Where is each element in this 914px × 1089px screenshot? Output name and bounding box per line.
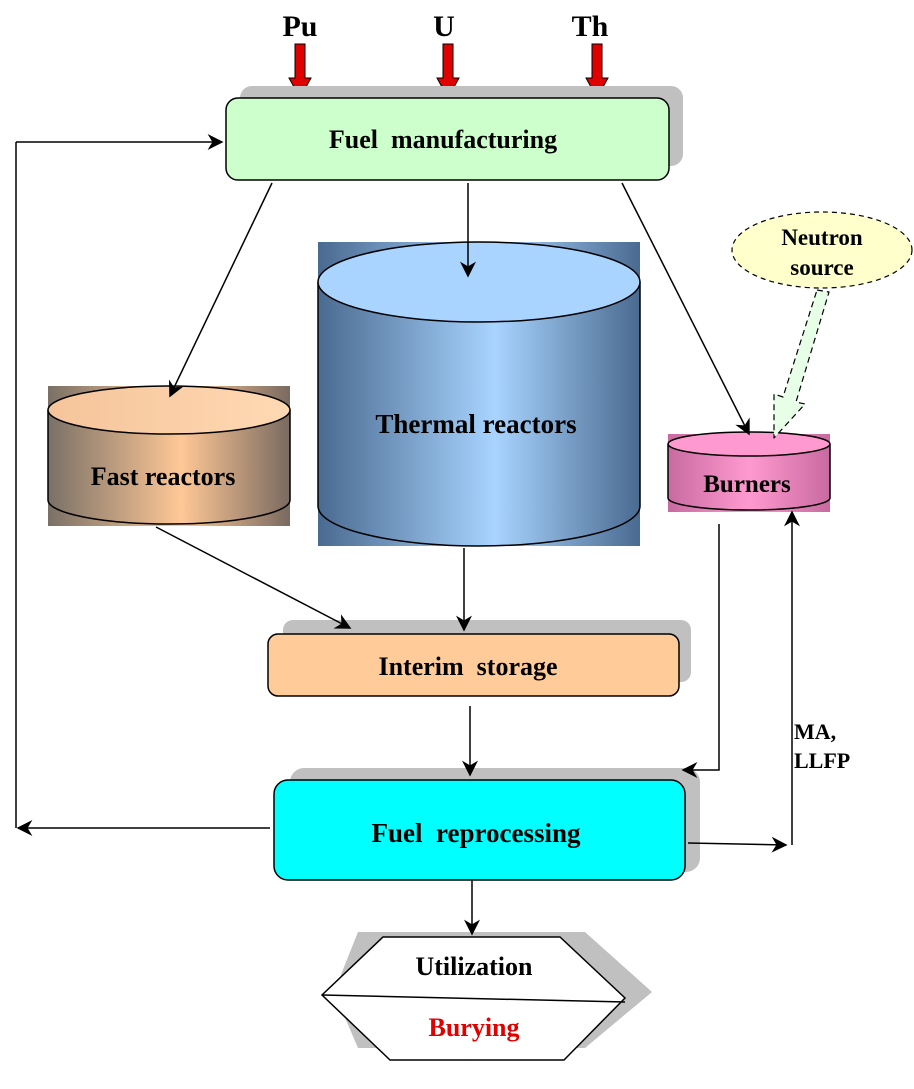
fuel-reprocessing-box [273, 779, 686, 881]
interim-storage-box [267, 633, 680, 697]
neutron-source-ellipse [731, 211, 913, 289]
thermal-reactors-outline [317, 282, 641, 547]
llfp-label: LLFP [794, 748, 850, 773]
interim-storage-node: Interim storage [267, 620, 691, 697]
burners-node: Burners [667, 431, 831, 512]
thermal-reactors-node: Thermal reactors [317, 241, 641, 547]
thermal-reactors-label: Thermal reactors [375, 409, 576, 439]
input-arrows: Pu U Th [282, 10, 609, 100]
input-u-label: U [433, 10, 455, 43]
input-pu-label: Pu [282, 10, 317, 43]
burners-top [667, 431, 831, 457]
fuel-reprocessing-label: Fuel reprocessing [372, 818, 581, 848]
arrow-burners-to-reprocessing [681, 524, 720, 778]
neutron-source-node: Neutron source [731, 211, 913, 439]
fuel-manufacturing-label: Fuel manufacturing [329, 125, 557, 154]
input-th-label: Th [572, 10, 609, 43]
burners-label: Burners [703, 471, 791, 498]
fast-reactors-top [47, 385, 291, 435]
arrow-fast-to-storage [155, 526, 352, 629]
arrow-fm-to-fast [169, 182, 273, 398]
arrow-reprocessing-to-ma [687, 836, 788, 853]
burying-label: Burying [428, 1013, 519, 1042]
ma-label: MA, [794, 719, 836, 744]
connectors [15, 134, 800, 936]
neutron-source-label-line1: Neutron [781, 225, 863, 250]
fuel-manufacturing-box [225, 97, 670, 181]
burners-outline [667, 444, 831, 511]
utilization-node: Utilization Burying [320, 932, 652, 1061]
utilization-divider [321, 994, 626, 1003]
fast-reactors-outline [47, 410, 291, 525]
fuel-manufacturing-node: Fuel manufacturing [225, 86, 683, 181]
fuel-reprocessing-node: Fuel reprocessing [273, 768, 700, 881]
neutron-source-label-line2: source [790, 255, 853, 280]
fast-reactors-label: Fast reactors [91, 462, 236, 491]
arrow-fm-to-burners [621, 182, 750, 436]
utilization-label: Utilization [416, 952, 534, 981]
interim-storage-label: Interim storage [378, 652, 557, 681]
fast-reactors-node: Fast reactors [47, 385, 291, 526]
neutron-source-arrow [773, 289, 830, 439]
thermal-reactors-top [317, 241, 641, 323]
